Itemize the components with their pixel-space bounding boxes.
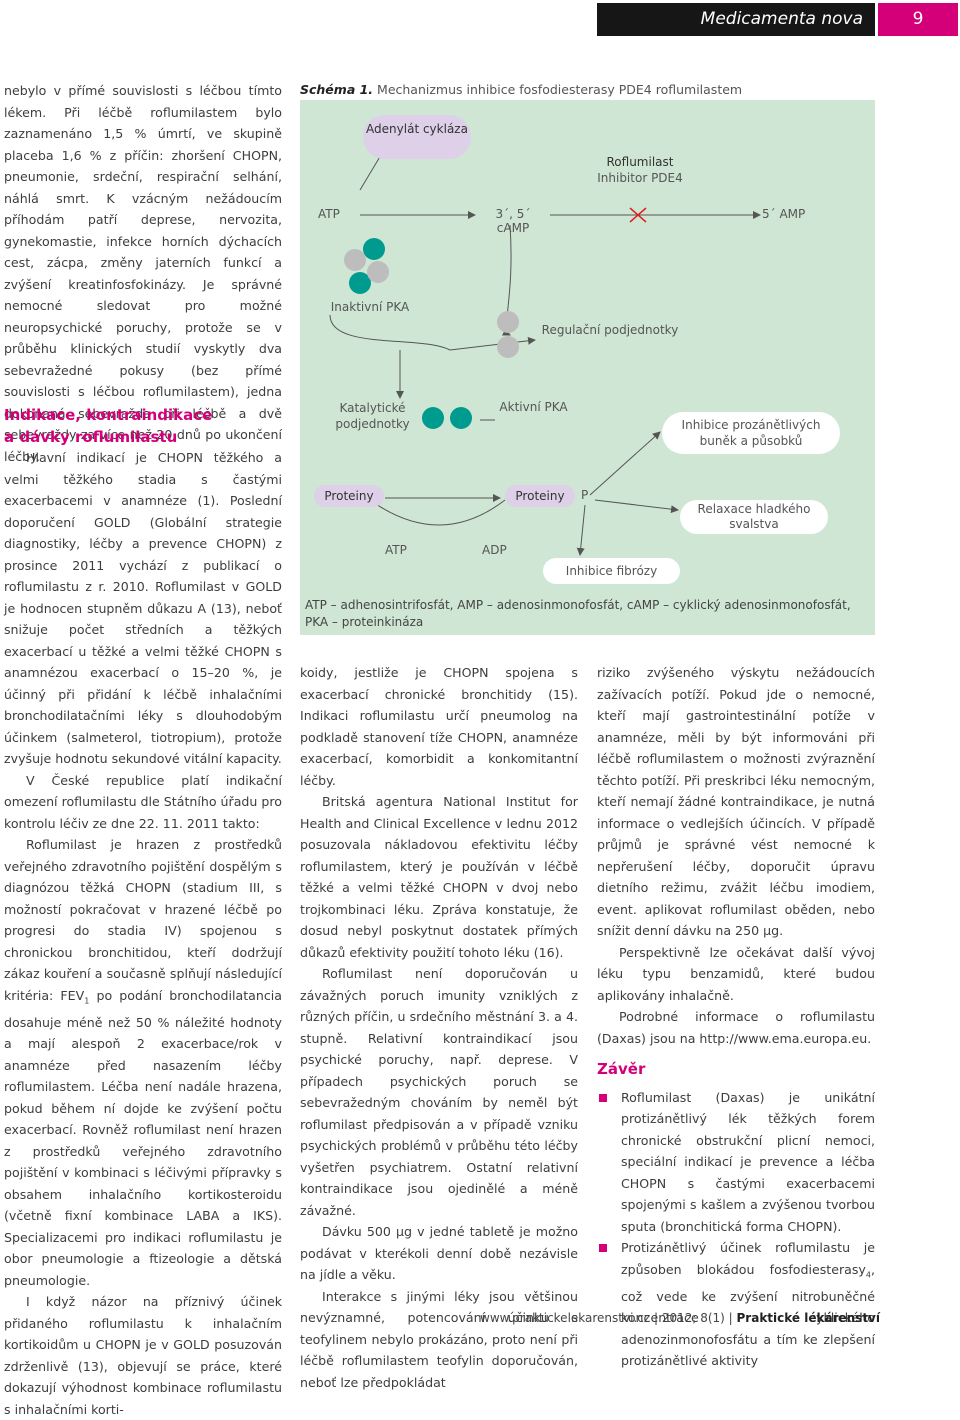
conclusion-list: Roflumilast (Daxas) je unikátní protizán…: [597, 1087, 875, 1372]
column-1-bottom: Hlavní indikací je CHOPN těžkého a velmi…: [4, 447, 282, 1420]
regulatory-subunits-label: Regulační podjednotky: [541, 323, 679, 337]
subscript: 1: [84, 996, 90, 1006]
column-1-top: nebylo v přímé souvislosti s léčbou tímt…: [4, 80, 282, 467]
section-heading-line-2: a dávky roflumilastu: [4, 428, 178, 446]
page-footer: www.praktickelekarenstvi.cz | 2012; 8(1)…: [480, 1311, 880, 1325]
conclusion-heading: Závěr: [597, 1060, 646, 1078]
atp-bottom-label: ATP: [385, 543, 407, 557]
proteins-right-pill: Proteiny: [505, 485, 575, 507]
paragraph: I když názor na příznivý účinek přidanéh…: [4, 1294, 282, 1417]
inhibitor-label: Inhibitor PDE4: [597, 171, 683, 185]
phosphate-label: P: [581, 488, 589, 502]
paragraph: riziko zvýšeného výskytu nežádoucích zaž…: [597, 665, 875, 938]
inflammatory-inhibition-pill: Inhibice prozánětlivých buněk a působků: [662, 412, 840, 454]
abbreviations-note: ATP – adhenosintrifosfát, AMP – adenosin…: [305, 598, 851, 629]
text-run: Roflumilast je hrazen z prostředků veřej…: [4, 837, 282, 1003]
paragraph: koidy, jestliže je CHOPN spojena s exace…: [300, 665, 578, 788]
smooth-muscle-relaxation-pill: Relaxace hladkého svalstva: [680, 500, 828, 534]
paragraph: Roflumilast je hrazen z prostředků veřej…: [4, 834, 282, 1291]
paragraph: Interakce s jinými léky jsou většinou ne…: [300, 1288, 578, 1390]
journal-header: Medicamenta nova: [597, 3, 875, 36]
amp-label: 5´ AMP: [762, 207, 806, 221]
subscript: 4: [865, 1270, 871, 1280]
list-item: Protizánětlivý účinek roflumilastu je zp…: [597, 1237, 875, 1372]
paragraph: Perspektivně lze očekávat další vývoj lé…: [597, 944, 875, 1003]
mechanism-diagram: Adenylát cykláza ATP 3´, 5´ cAMP Roflumi…: [300, 100, 875, 635]
footer-citation: 2012; 8(1): [661, 1311, 725, 1325]
active-pka-label: Aktivní PKA: [499, 400, 568, 414]
page-number: 9: [878, 3, 958, 36]
adenylate-cyclase-pill: Adenylát cykláza: [363, 115, 471, 159]
paragraph: nebylo v přímé souvislosti s léčbou tímt…: [4, 83, 282, 464]
paragraph: Roflumilast není doporučován u závažných…: [300, 966, 578, 1218]
diagram-lines: [329, 139, 761, 556]
proteins-left-pill: Proteiny: [314, 485, 384, 507]
paragraph: Dávku 500 µg v jedné tabletě je možno po…: [300, 1224, 578, 1282]
figure-label: Schéma 1.: [300, 82, 374, 97]
paragraph: Hlavní indikací je CHOPN těžkého a velmi…: [4, 450, 282, 766]
text-run: po podání bronchodilatancia dosahuje mén…: [4, 987, 282, 1288]
camp-label: 3´, 5´ cAMP: [495, 207, 531, 235]
text-run: Protizánětlivý účinek roflumilastu je zp…: [621, 1240, 875, 1277]
paragraph: V České republice platí indikační omezen…: [4, 772, 283, 831]
footer-journal: Praktické lékárenství: [736, 1311, 880, 1325]
catalytic-subunits-label: Katalytické podjednotky: [335, 401, 410, 431]
list-item: Roflumilast (Daxas) je unikátní protizán…: [597, 1087, 875, 1238]
paragraph: Britská agentura National Institut for H…: [300, 794, 578, 960]
paragraph: Podrobné informace o roflumilastu (Daxas…: [597, 1009, 875, 1046]
footer-url[interactable]: www.praktickelekarenstvi.cz: [480, 1311, 651, 1325]
figure-title: Mechanizmus inhibice fosfodiesterasy PDE…: [377, 82, 743, 97]
section-heading: Indikace, kontraindikace a dávky roflumi…: [4, 404, 284, 448]
adp-label: ADP: [482, 543, 507, 557]
section-heading-line-1: Indikace, kontraindikace: [4, 406, 213, 424]
column-3: riziko zvýšeného výskytu nežádoucích zaž…: [597, 662, 875, 1372]
inactive-pka-label: Inaktivní PKA: [330, 300, 410, 314]
roflumilast-label: Roflumilast: [606, 155, 674, 169]
column-2: koidy, jestliže je CHOPN spojena s exace…: [300, 662, 578, 1393]
fibrosis-inhibition-pill: Inhibice fibrózy: [543, 558, 680, 584]
atp-label: ATP: [318, 207, 340, 221]
figure-caption: Schéma 1. Mechanizmus inhibice fosfodies…: [300, 82, 880, 97]
